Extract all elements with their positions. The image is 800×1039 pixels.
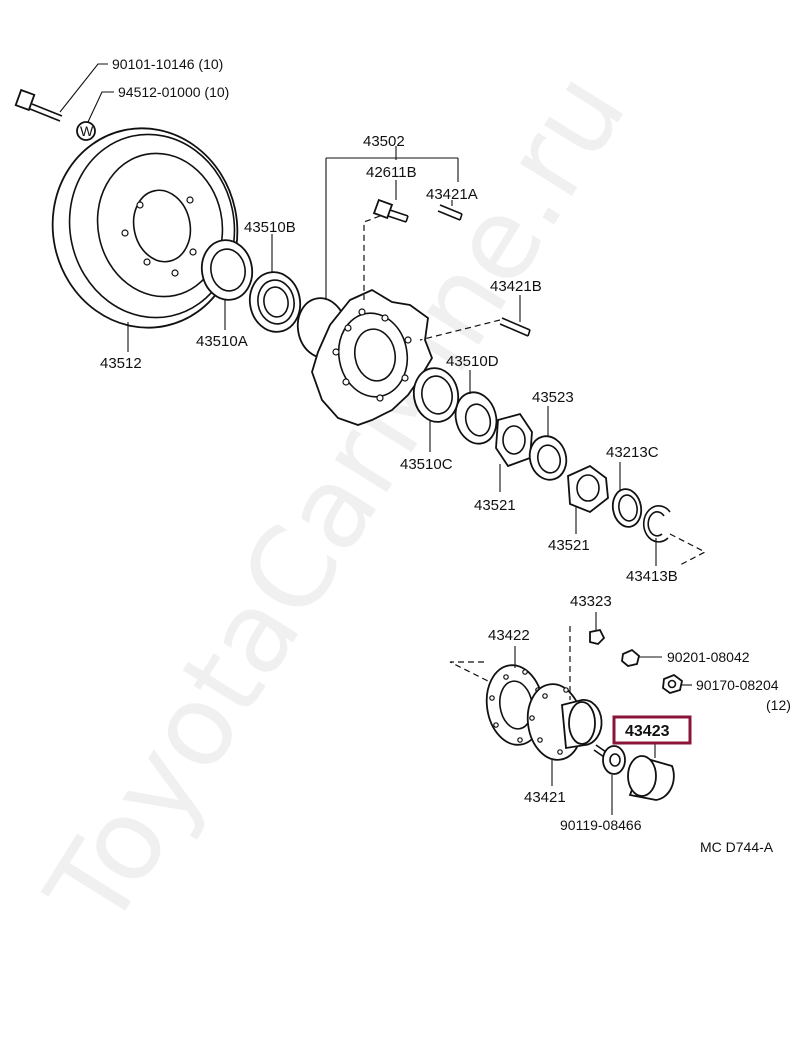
bearing-lock-nut-2[interactable] xyxy=(567,464,609,514)
label-90201-08042[interactable]: 90201-08042 xyxy=(667,649,750,665)
label-43510a[interactable]: 43510A xyxy=(196,333,248,350)
flange-nut[interactable] xyxy=(662,673,684,694)
label-90119-08466[interactable]: 90119-08466 xyxy=(560,817,642,833)
label-42611b[interactable]: 42611B xyxy=(366,164,417,181)
brake-disc[interactable] xyxy=(34,111,256,345)
label-43510c[interactable]: 43510C xyxy=(400,456,453,473)
thrust-washer[interactable] xyxy=(450,388,502,449)
label-43213c[interactable]: 43213C xyxy=(606,444,659,461)
label-43510d[interactable]: 43510D xyxy=(446,353,499,370)
axle-hub[interactable] xyxy=(293,288,433,426)
knock-pin-b[interactable] xyxy=(499,317,531,337)
knock-pin-a[interactable] xyxy=(437,204,463,221)
hub-cap[interactable] xyxy=(627,755,675,801)
label-43502[interactable]: 43502 xyxy=(363,133,405,150)
diagram-code: MC D744-A xyxy=(700,839,774,855)
label-90170-quantity: (12) xyxy=(766,697,791,713)
oil-seal[interactable] xyxy=(197,236,257,304)
cone-washer[interactable] xyxy=(589,628,606,645)
label-43510b[interactable]: 43510B xyxy=(244,219,296,236)
lock-washer[interactable]: W xyxy=(76,121,96,141)
spacer[interactable] xyxy=(610,487,644,529)
label-43421b[interactable]: 43421B xyxy=(490,278,542,295)
highlight-box xyxy=(612,715,692,745)
outer-bearing[interactable] xyxy=(245,268,305,336)
label-43421a[interactable]: 43421A xyxy=(426,186,478,203)
bearing-lock-nut-1[interactable] xyxy=(495,412,533,468)
label-43521-second[interactable]: 43521 xyxy=(548,537,590,554)
flange-bolt[interactable] xyxy=(593,744,626,775)
washer-mark: W xyxy=(80,123,94,139)
axle-flange[interactable] xyxy=(523,681,603,764)
claw-washer[interactable] xyxy=(525,432,571,484)
stud-bolt[interactable] xyxy=(372,198,409,223)
label-43413b[interactable]: 43413B xyxy=(626,568,678,585)
label-94512-01000[interactable]: 94512-01000 (10) xyxy=(118,84,229,100)
label-43523[interactable]: 43523 xyxy=(532,389,574,406)
label-43521-first[interactable]: 43521 xyxy=(474,497,516,514)
label-43512[interactable]: 43512 xyxy=(100,355,142,372)
hex-nut[interactable] xyxy=(621,648,641,667)
label-90170-08204[interactable]: 90170-08204 xyxy=(696,677,779,693)
label-90101-10146[interactable]: 90101-10146 (10) xyxy=(112,56,223,72)
hub-bolt[interactable] xyxy=(14,88,63,122)
label-43422[interactable]: 43422 xyxy=(488,627,530,644)
inner-bearing[interactable] xyxy=(410,365,463,426)
snap-ring[interactable] xyxy=(642,505,671,543)
label-43323[interactable]: 43323 xyxy=(570,593,612,610)
leader-lines xyxy=(59,63,707,815)
label-43423[interactable]: 43423 xyxy=(625,723,670,740)
label-43421[interactable]: 43421 xyxy=(524,789,566,806)
